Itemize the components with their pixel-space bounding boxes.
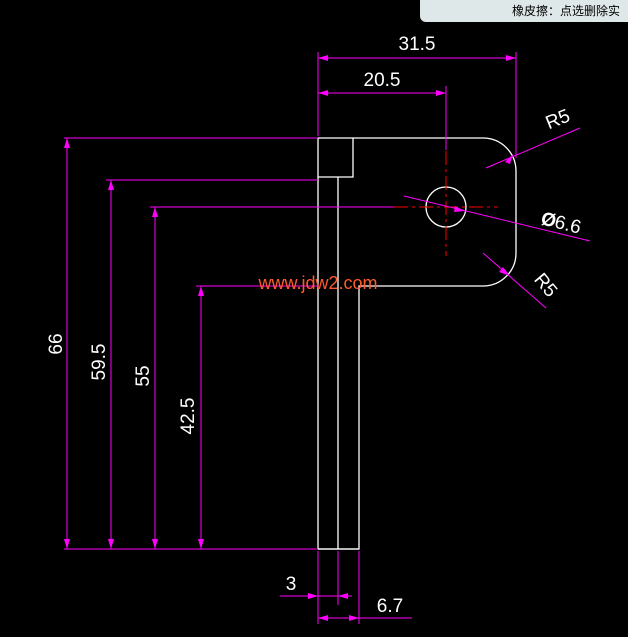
arrow-6-7-left	[318, 615, 328, 621]
arrow-r5-top	[505, 154, 513, 164]
label-hole-diameter: 6.6	[552, 212, 583, 239]
arrow-31-5-right	[506, 55, 516, 61]
label-top-radius: R5	[543, 106, 573, 135]
arrow-55-bottom	[152, 539, 158, 549]
arrow-6-7-right	[349, 615, 359, 621]
watermark-text: www.jdw2.com	[257, 273, 377, 293]
dimension-labels: 31.5 20.5 66 59.5 55 42.5 3 6.7 R5 R5 Ø …	[46, 34, 583, 617]
arrow-66-top	[64, 138, 70, 148]
dimension-arrows	[64, 55, 516, 621]
arrow-42-5-top	[198, 286, 204, 296]
dimension-lines	[64, 52, 591, 624]
label-overall-height: 66	[46, 333, 67, 354]
arrow-3-left	[308, 593, 318, 599]
label-diameter-symbol: Ø	[539, 208, 558, 232]
arrow-59-5-bottom	[108, 539, 114, 549]
label-bottom-radius: R5	[529, 269, 561, 301]
arrow-20-5-left	[318, 90, 328, 96]
leader-r5-bottom	[482, 252, 547, 309]
arrow-55-top	[152, 207, 158, 217]
label-inner-step: 3	[286, 574, 297, 595]
leader-diameter	[403, 195, 591, 242]
label-hole-offset-x: 20.5	[364, 70, 401, 91]
label-height-2: 59.5	[89, 344, 110, 381]
label-stem-width: 6.7	[377, 596, 403, 617]
arrow-59-5-top	[108, 180, 114, 190]
label-hole-diameter-group: Ø 6.6	[539, 208, 583, 238]
arrow-66-bottom	[64, 539, 70, 549]
center-lines	[394, 151, 498, 256]
arrow-diameter	[454, 206, 465, 212]
part-outer-contour	[317, 137, 517, 550]
arrow-r5-bottom	[499, 267, 510, 276]
part-step-line	[318, 138, 354, 178]
arrow-20-5-right	[436, 90, 446, 96]
label-overall-width: 31.5	[399, 34, 436, 55]
arrow-3-right	[338, 593, 348, 599]
leader-r5-top	[485, 127, 581, 169]
label-stem-length: 42.5	[178, 398, 199, 435]
status-tooltip: 橡皮擦：点选删除实	[420, 0, 628, 22]
label-hole-center-height: 55	[133, 365, 154, 386]
arrow-31-5-left	[318, 55, 328, 61]
arrow-42-5-bottom	[198, 539, 204, 549]
